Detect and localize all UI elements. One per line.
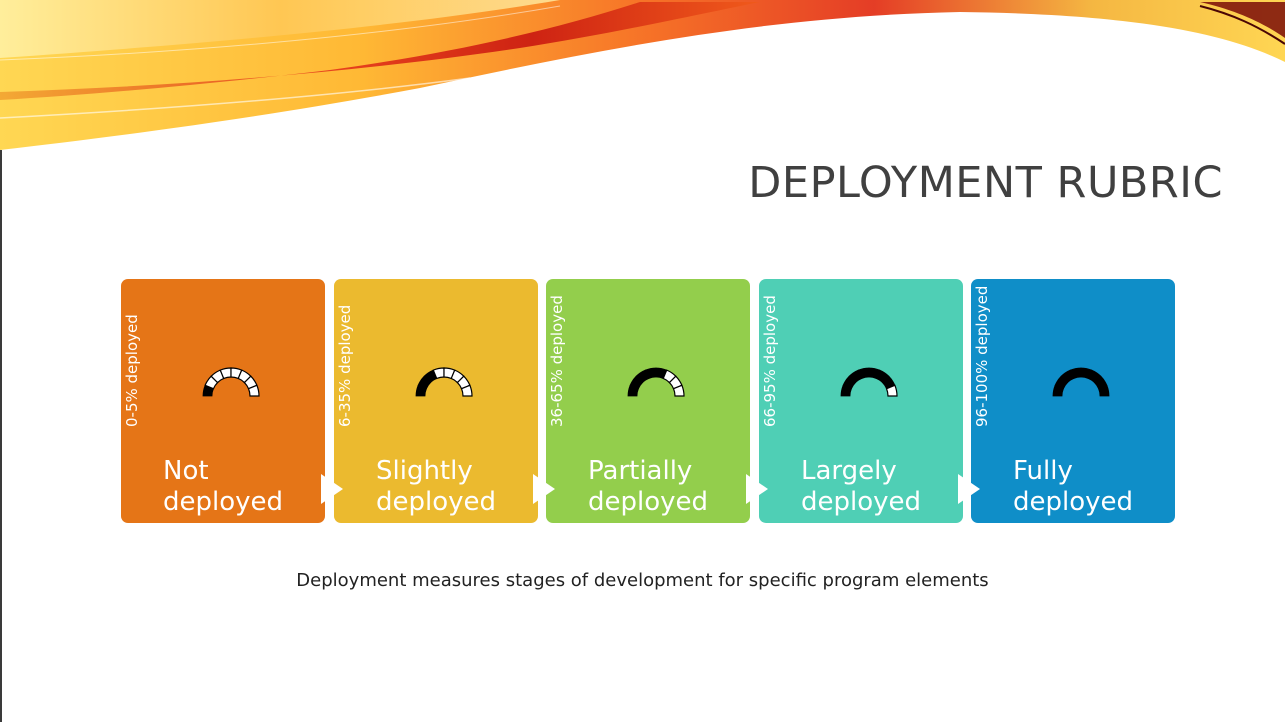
- stage-card-not-deployed: 0-5% deployed Not deployed: [121, 279, 325, 523]
- stage-range-label: 36-65% deployed: [548, 295, 566, 427]
- range-label-container: 36-65% deployed: [548, 285, 578, 445]
- stage-label-line2: deployed: [163, 487, 284, 517]
- decorative-swoosh: [0, 0, 1285, 150]
- left-border-line: [0, 150, 2, 722]
- stage-label-line1: Not: [163, 456, 209, 486]
- range-label-container: 0-5% deployed: [123, 285, 153, 445]
- gauge-segment-filled: [1098, 384, 1110, 397]
- stage-card-largely-deployed: 66-95% deployed Largely deployed: [759, 279, 963, 523]
- stage-range-label: 6-35% deployed: [336, 304, 354, 427]
- gauge-icon: [1052, 367, 1110, 397]
- stage-label: Slightly deployed: [376, 456, 496, 518]
- stage-label-line2: deployed: [376, 487, 497, 517]
- stage-card-partially-deployed: 36-65% deployed Partially deployed: [546, 279, 750, 523]
- arrow-connector-1: [321, 474, 343, 504]
- stage-label: Not deployed: [163, 456, 283, 518]
- stage-card-slightly-deployed: 6-35% deployed Slightly deployed: [334, 279, 538, 523]
- stage-label: Partially deployed: [588, 456, 708, 518]
- stage-label-line2: deployed: [588, 487, 709, 517]
- arrow-connector-2: [533, 474, 555, 504]
- arrow-connector-3: [746, 474, 768, 504]
- arrow-connector-4: [958, 474, 980, 504]
- stage-label-line1: Slightly: [376, 456, 473, 486]
- stage-range-label: 96-100% deployed: [973, 285, 991, 427]
- gauge-icon: [840, 367, 898, 397]
- range-label-container: 96-100% deployed: [973, 285, 1003, 445]
- range-label-container: 6-35% deployed: [336, 285, 366, 445]
- gauge-segment-empty: [460, 384, 473, 397]
- slide-caption: Deployment measures stages of developmen…: [296, 570, 989, 591]
- stage-range-label: 0-5% deployed: [123, 314, 141, 427]
- gauge-icon: [202, 367, 260, 397]
- stage-label: Largely deployed: [801, 456, 921, 518]
- gauge-segment-empty: [672, 384, 685, 397]
- gauge-icon: [415, 367, 473, 397]
- range-label-container: 66-95% deployed: [761, 285, 791, 445]
- gauge-segment-empty: [885, 384, 898, 397]
- stage-label-line2: deployed: [1013, 487, 1134, 517]
- gauge-icon: [627, 367, 685, 397]
- slide-title: DEPLOYMENT RUBRIC: [748, 158, 1223, 208]
- stage-label: Fully deployed: [1013, 456, 1133, 518]
- stage-range-label: 66-95% deployed: [761, 295, 779, 427]
- stage-card-fully-deployed: 96-100% deployed Fully deployed: [971, 279, 1175, 523]
- stage-label-line1: Fully: [1013, 456, 1073, 486]
- stage-label-line1: Largely: [801, 456, 897, 486]
- gauge-segment-empty: [247, 384, 260, 397]
- stage-label-line1: Partially: [588, 456, 693, 486]
- stage-label-line2: deployed: [801, 487, 922, 517]
